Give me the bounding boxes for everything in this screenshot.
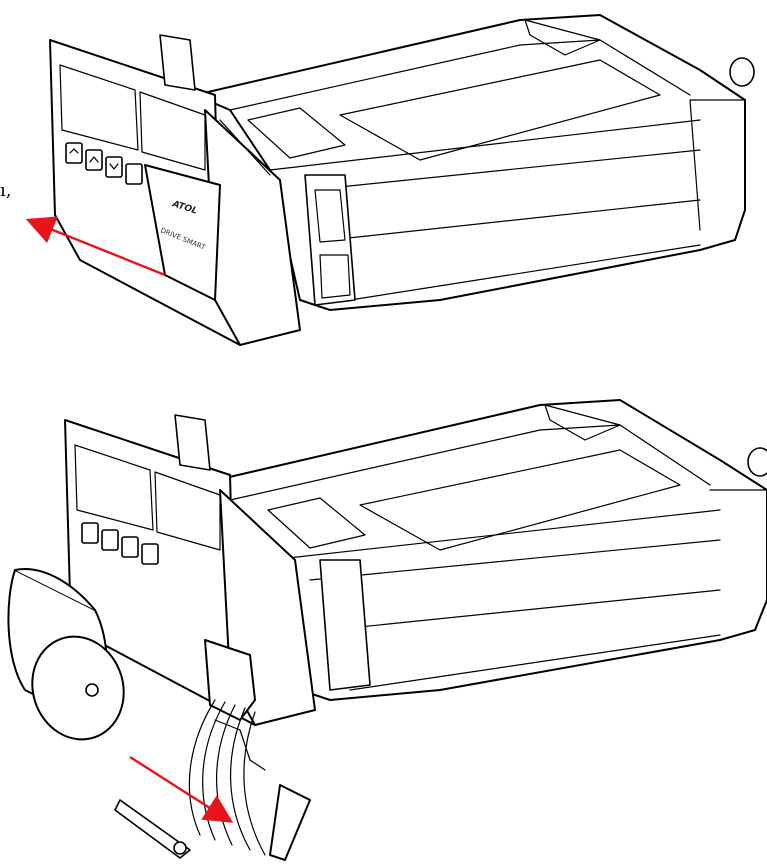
device-top-printer-cover: [144, 164, 221, 301]
paper-roll-core: [85, 683, 99, 697]
device-bottom-knob: [747, 447, 767, 477]
device-bottom: [7, 399, 767, 861]
device-top-button-down: [105, 156, 123, 178]
printer-cover-open: [269, 784, 311, 861]
printer-mechanism: [204, 639, 256, 721]
arrow-insert-paper: [129, 755, 234, 823]
paper-roll: [7, 568, 125, 741]
arrow-pull-cover: [25, 216, 166, 277]
device-top-button-ok: [125, 163, 143, 185]
device-bottom-button-up: [101, 529, 119, 551]
device-bottom-button-back: [81, 522, 99, 544]
device-top-knob: [729, 57, 755, 87]
device-top-button-up: [85, 149, 103, 171]
device-top-button-back: [65, 142, 83, 164]
edge-text-fragment: ı,: [0, 180, 12, 201]
paper-roll-face: [31, 635, 125, 741]
device-bottom-button-down: [121, 536, 139, 558]
device-top: ATOL DRIVE SMART: [25, 14, 755, 346]
device-bottom-button-ok: [141, 543, 159, 565]
